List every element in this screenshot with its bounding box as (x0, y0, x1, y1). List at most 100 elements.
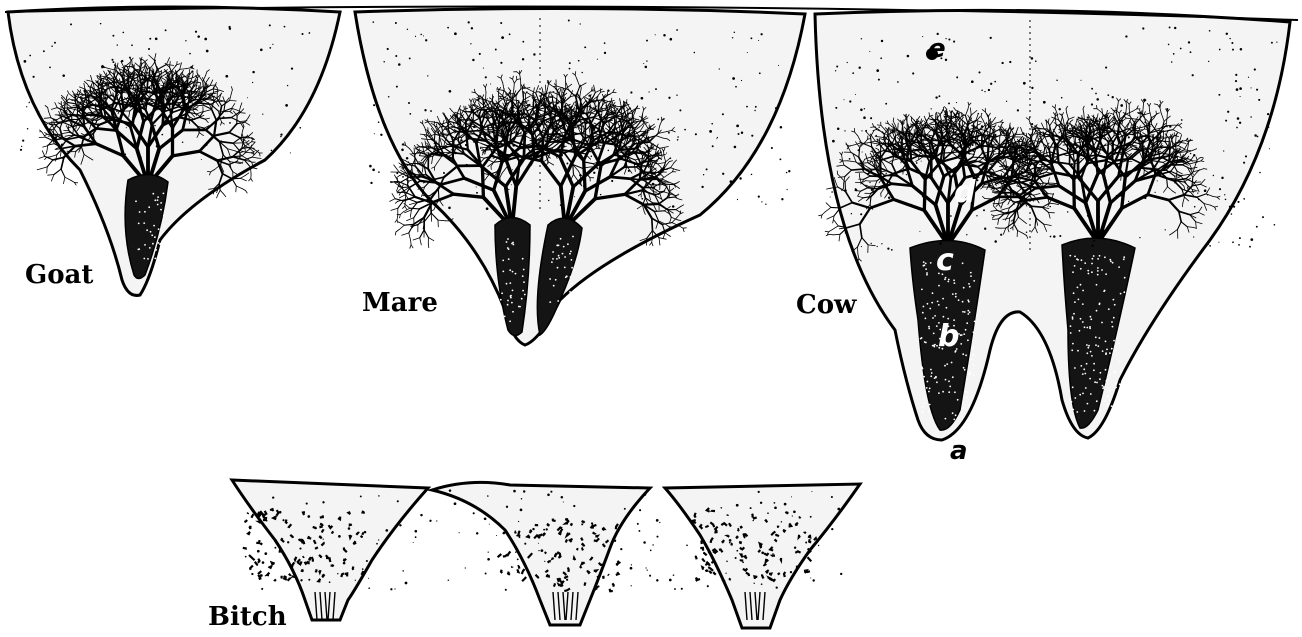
bitch-gland-3 (665, 484, 860, 628)
mare-duct-tree-left (392, 194, 395, 199)
mare-duct-tree-left (398, 201, 404, 208)
mare-duct-tree-right (499, 155, 508, 156)
goat-duct-tree (45, 157, 47, 159)
mare-duct-tree-right (679, 226, 683, 228)
cow-duct-tree-left (868, 188, 879, 189)
goat-duct-tree (67, 151, 70, 152)
goat-duct-tree (61, 169, 65, 177)
goat-duct-tree (219, 118, 231, 119)
cow-duct-tree-left (1050, 184, 1054, 185)
mare-duct-tree-left (400, 215, 401, 218)
cow-duct-tree-right (996, 228, 1000, 229)
mare-duct-tree-left (514, 83, 515, 89)
cow-duct-tree-left (912, 134, 921, 135)
mare-duct-tree-left (411, 245, 413, 248)
goat-duct-tree (122, 102, 129, 103)
goat-duct-tree (39, 156, 45, 158)
goat-duct-tree (232, 179, 236, 186)
mare-duct-tree-right (610, 177, 631, 179)
goat-duct-tree (249, 179, 251, 181)
goat-duct-tree (39, 137, 45, 138)
goat-duct-tree (78, 109, 82, 110)
mare-duct-tree-left (406, 180, 409, 181)
mare-duct-tree-left (414, 209, 420, 218)
mare-duct-tree-left (391, 208, 398, 210)
mare-duct-tree-right (598, 102, 599, 106)
mare-duct-tree-left (405, 206, 407, 209)
goat-duct-tree (240, 175, 245, 178)
mare-duct-tree-left (397, 216, 398, 220)
goat-duct-tree (47, 157, 51, 158)
cow-duct-tree-left (871, 127, 874, 128)
cow-duct-tree-left (941, 153, 952, 154)
mare-duct-tree-left (573, 165, 574, 175)
goat-duct-tree (141, 84, 142, 93)
mare-duct-tree-right (644, 204, 659, 205)
mare-duct-tree-right (497, 107, 500, 108)
mare-duct-tree-right (683, 228, 684, 231)
mare-duct-tree-right (603, 97, 604, 102)
mare-duct-tree-left (399, 163, 402, 165)
mare-duct-tree-left (431, 213, 438, 220)
mare-duct-tree-right (665, 233, 670, 237)
goat-duct-tree (163, 96, 164, 107)
mare-duct-tree-right (659, 238, 660, 245)
mare-duct-tree-left (397, 176, 400, 178)
mare-duct-tree-right (669, 186, 670, 192)
mare-duct-tree-left (469, 130, 482, 131)
mare-duct-tree-right (516, 114, 525, 115)
goat-duct-tree (136, 86, 137, 90)
mare-duct-tree-right (587, 104, 588, 115)
mare-duct-tree-left (405, 202, 406, 206)
mare-duct-tree-left (533, 100, 534, 105)
cow-duct-tree-left (995, 130, 996, 138)
mare-duct-tree-left (396, 230, 399, 233)
cow-duct-tree-left (833, 234, 840, 235)
mare-duct-tree-left (410, 245, 411, 248)
cow-duct-tree-left (959, 122, 960, 131)
mare-duct-tree-left (408, 199, 417, 203)
cow-duct-tree-left (833, 216, 834, 223)
cow-duct-tree-left (825, 207, 831, 212)
mare-duct-tree-right (506, 122, 516, 123)
mare-duct-tree-left (409, 233, 411, 240)
mare-duct-tree-left (398, 200, 402, 201)
mare-duct-tree-left (398, 192, 401, 193)
mare-duct-tree-left (512, 94, 513, 101)
mare-duct-tree-right (652, 218, 653, 230)
mare-duct-tree-left (395, 220, 397, 223)
goat-duct-tree (236, 186, 237, 192)
cow-duct-tree-left (829, 230, 833, 232)
mare-duct-tree-left (486, 92, 487, 100)
cow-duct-tree-right (1007, 173, 1008, 182)
mare-duct-tree-left (499, 95, 500, 103)
goat-duct-tree (240, 178, 246, 181)
mare-duct-tree-left (400, 212, 403, 215)
goat-duct-tree (45, 133, 48, 135)
mare-duct-tree-right (601, 112, 602, 119)
cow-duct-tree-left (877, 125, 881, 126)
goat-duct-tree (224, 194, 226, 197)
cow-duct-tree-right (1011, 177, 1020, 178)
cow-duct-tree-left (839, 234, 840, 241)
goat-duct-tree (64, 177, 65, 183)
mare-duct-tree-left (395, 183, 398, 185)
mare-duct-tree-left (395, 201, 397, 203)
cow-duct-tree-left (965, 141, 966, 158)
mare-duct-tree-left (411, 225, 414, 226)
goat-duct-tree (46, 151, 47, 154)
goat-duct-tree (71, 107, 79, 108)
goat-duct-tree (48, 175, 54, 176)
goat-duct-tree (217, 195, 218, 198)
mare-duct-tree-left (402, 162, 403, 165)
bitch-gland-2 (432, 482, 650, 625)
goat-duct-tree (54, 169, 61, 174)
goat-duct-tree (236, 186, 242, 189)
goat-duct-tree (93, 133, 94, 140)
goat-duct-tree (47, 146, 48, 151)
mare-duct-tree-left (474, 142, 477, 143)
mare-duct-tree-left (403, 206, 405, 208)
cow-duct-tree-left (898, 123, 899, 130)
mare-duct-tree-right (652, 242, 653, 245)
mare-duct-tree-left (423, 162, 424, 168)
